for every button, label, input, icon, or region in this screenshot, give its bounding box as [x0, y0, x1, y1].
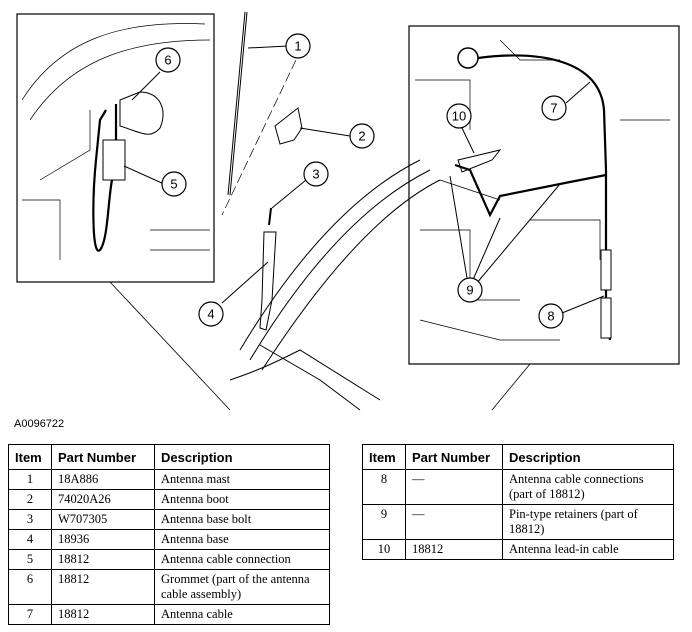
item-cell: 3: [8, 509, 52, 530]
header-description: Description: [154, 444, 330, 470]
item-cell: 5: [8, 549, 52, 570]
item-cell: 8: [362, 469, 406, 505]
callout-9: 9: [457, 277, 483, 303]
part-number-cell: 18812: [405, 539, 503, 560]
svg-text:9: 9: [466, 283, 473, 298]
table-row: 3 W707305 Antenna base bolt: [8, 509, 330, 530]
header-item: Item: [362, 444, 406, 470]
table-row: 10 18812 Antenna lead-in cable: [362, 539, 674, 560]
description-cell: Antenna mast: [154, 469, 330, 490]
callout-6: 6: [155, 47, 181, 73]
left-detail-inset: [16, 13, 215, 283]
table-row: 2 74020A26 Antenna boot: [8, 489, 330, 510]
description-cell: Antenna boot: [154, 489, 330, 510]
item-cell: 6: [8, 569, 52, 605]
svg-text:7: 7: [550, 101, 557, 116]
callout-1: 1: [285, 33, 311, 59]
svg-text:3: 3: [312, 167, 319, 182]
header-item: Item: [8, 444, 52, 470]
item-cell: 2: [8, 489, 52, 510]
item-cell: 10: [362, 539, 406, 560]
parts-table-left: Item Part Number Description 1 18A886 An…: [8, 444, 330, 625]
part-number-cell: 18812: [51, 569, 155, 605]
part-number-cell: W707305: [51, 509, 155, 530]
part-number-cell: 18936: [51, 529, 155, 550]
callout-5: 5: [161, 171, 187, 197]
antenna-parts: [109, 11, 531, 411]
part-number-cell: 18A886: [51, 469, 155, 490]
header-description: Description: [502, 444, 674, 470]
table-row: 4 18936 Antenna base: [8, 529, 330, 550]
description-cell: Pin-type retainers (part of 18812): [502, 504, 674, 540]
svg-text:10: 10: [452, 109, 466, 124]
callout-8: 8: [538, 303, 564, 329]
antenna-illustration: 1 2 3 4 5 6 7 8 9 10: [16, 11, 680, 411]
callout-10: 10: [446, 103, 472, 129]
table-row: 6 18812 Grommet (part of the antenna cab…: [8, 569, 330, 605]
description-cell: Antenna cable connection: [154, 549, 330, 570]
part-number-cell: 18812: [51, 604, 155, 625]
callout-3: 3: [303, 161, 329, 187]
part-number-cell: —: [405, 469, 503, 505]
header-part-number: Part Number: [405, 444, 503, 470]
table-header-row: Item Part Number Description: [8, 444, 330, 470]
callout-7: 7: [541, 95, 567, 121]
part-number-cell: 74020A26: [51, 489, 155, 510]
table-row: 8 — Antenna cable connections (part of 1…: [362, 469, 674, 505]
figure-id: A0096722: [14, 418, 65, 430]
item-cell: 4: [8, 529, 52, 550]
item-cell: 7: [8, 604, 52, 625]
table-row: 9 — Pin-type retainers (part of 18812): [362, 504, 674, 540]
svg-text:8: 8: [547, 309, 554, 324]
table-header-row: Item Part Number Description: [362, 444, 674, 470]
table-row: 1 18A886 Antenna mast: [8, 469, 330, 490]
leader-lines: [123, 45, 605, 314]
description-cell: Antenna cable connections (part of 18812…: [502, 469, 674, 505]
description-cell: Antenna cable: [154, 604, 330, 625]
svg-text:2: 2: [358, 129, 365, 144]
callout-2: 2: [349, 123, 375, 149]
description-cell: Antenna base: [154, 529, 330, 550]
item-cell: 1: [8, 469, 52, 490]
svg-text:6: 6: [164, 53, 171, 68]
description-cell: Grommet (part of the antenna cable assem…: [154, 569, 330, 605]
part-number-cell: —: [405, 504, 503, 540]
svg-text:4: 4: [207, 307, 214, 322]
description-cell: Antenna lead-in cable: [502, 539, 674, 560]
description-cell: Antenna base bolt: [154, 509, 330, 530]
item-cell: 9: [362, 504, 406, 540]
svg-text:1: 1: [294, 39, 301, 54]
part-number-cell: 18812: [51, 549, 155, 570]
table-row: 7 18812 Antenna cable: [8, 604, 330, 625]
header-part-number: Part Number: [51, 444, 155, 470]
parts-table-right: Item Part Number Description 8 — Antenna…: [362, 444, 674, 560]
callout-4: 4: [198, 301, 224, 327]
svg-text:5: 5: [170, 177, 177, 192]
table-row: 5 18812 Antenna cable connection: [8, 549, 330, 570]
